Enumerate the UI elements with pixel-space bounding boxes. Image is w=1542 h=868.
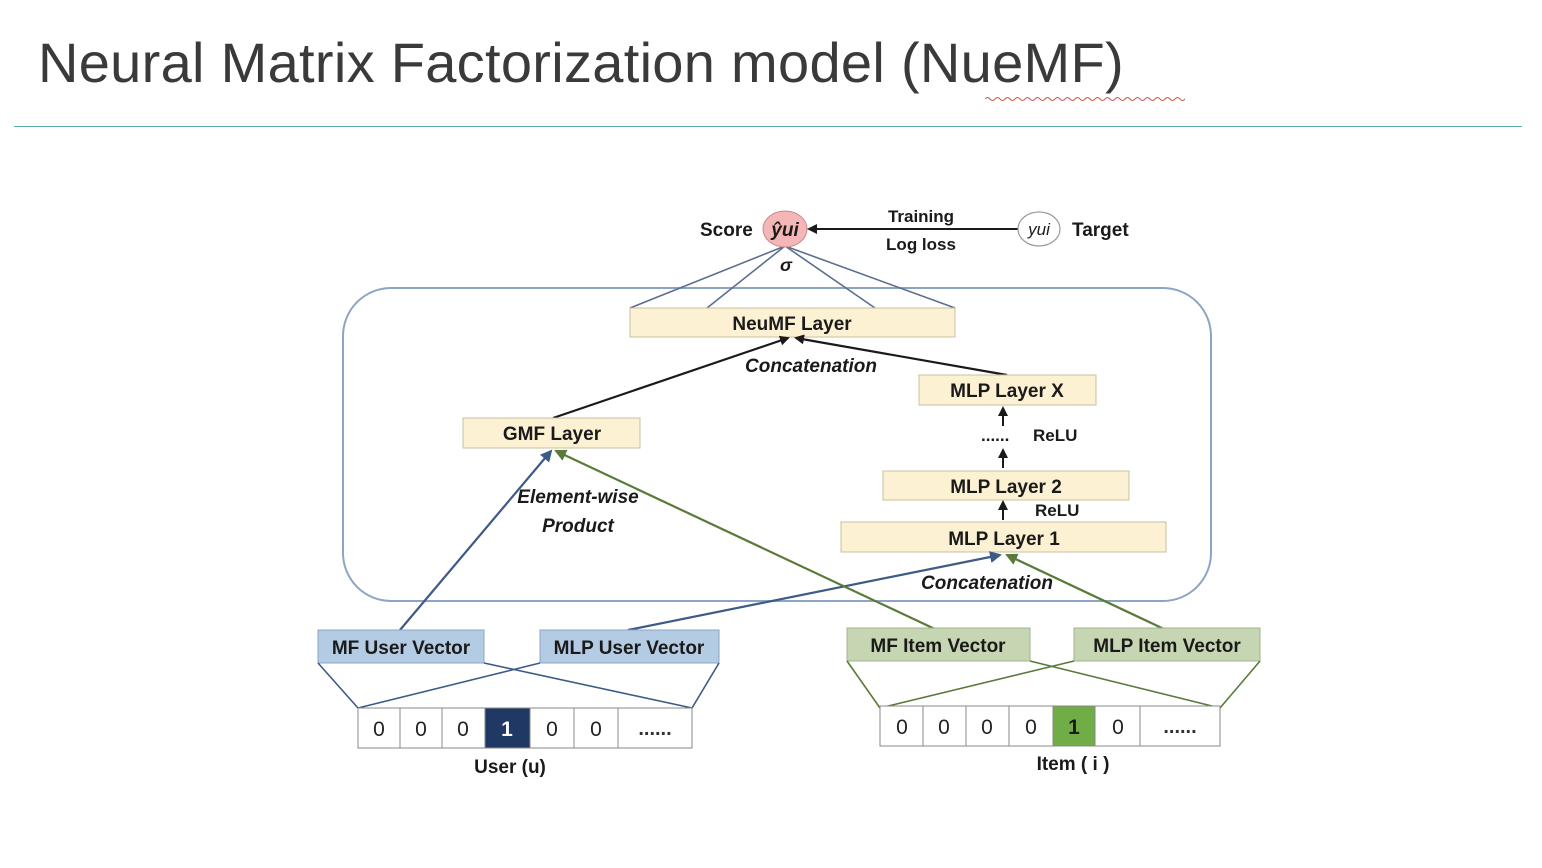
mlp-layer-x-box <box>918 374 1097 406</box>
gmf-to-neumf-arrow <box>552 335 790 420</box>
mlp-user-vector-box <box>539 629 720 664</box>
user-cell-3: 1 <box>501 718 513 741</box>
item-embedding-lines <box>846 660 1261 709</box>
target-label: Target <box>1072 220 1129 241</box>
item-label: Item ( i ) <box>1037 754 1110 775</box>
mlp-layer-1-box <box>840 521 1167 553</box>
mlp-layer-1-label: MLP Layer 1 <box>948 529 1060 550</box>
item-cell-2: 0 <box>981 716 993 739</box>
title-divider <box>14 126 1522 127</box>
sigma-label: σ <box>780 255 793 275</box>
target-node: yui <box>1017 211 1061 247</box>
item-cell-6: ...... <box>1163 716 1196 738</box>
score-node-text: ŷui <box>770 220 799 241</box>
sigma-fan-lines <box>629 245 956 309</box>
dots-label: ...... <box>981 426 1009 445</box>
mlp-item-vector-box <box>1073 627 1261 662</box>
neumf-layer-box <box>629 307 956 338</box>
mlp-user-vector-label: MLP User Vector <box>554 638 705 659</box>
item-cell-5: 0 <box>1112 716 1124 739</box>
user-cell-6: ...... <box>638 718 671 740</box>
gmf-layer-box <box>462 417 641 449</box>
mlpx-to-neumf-arrow <box>794 334 1008 377</box>
mf-item-vector-box <box>846 627 1031 662</box>
spellcheck-underline <box>985 97 1185 101</box>
mlp-layer-2-box <box>882 470 1130 501</box>
concat-top-label: Concatenation <box>745 356 877 377</box>
user-cell-5: 0 <box>590 718 602 741</box>
mlp-item-to-mlp1-arrow <box>1005 553 1167 631</box>
mf-user-vector-label: MF User Vector <box>332 638 471 659</box>
user-cell-1: 0 <box>415 718 427 741</box>
neumf-layer-label: NeuMF Layer <box>732 314 852 335</box>
score-label: Score <box>700 220 753 241</box>
item-cell-3: 0 <box>1025 716 1037 739</box>
gmf-layer-label: GMF Layer <box>503 424 602 445</box>
item-cell-1: 0 <box>938 716 950 739</box>
mlp-layer-x-label: MLP Layer X <box>950 381 1064 402</box>
product-label: Product <box>542 516 614 537</box>
mf-item-to-gmf-arrow <box>554 449 938 631</box>
item-one-hot-vector: 0 0 0 0 1 0 ...... <box>879 705 1221 747</box>
element-wise-label: Element-wise <box>517 487 639 508</box>
logloss-label: Log loss <box>886 235 956 254</box>
item-cell-0: 0 <box>896 716 908 739</box>
user-cell-2: 0 <box>457 718 469 741</box>
user-one-hot-vector: 0 0 0 1 0 0 ...... <box>357 707 693 749</box>
score-node: ŷui <box>762 210 808 248</box>
mf-user-vector-box <box>317 629 485 664</box>
mf-user-to-gmf-arrow <box>399 449 553 631</box>
mf-item-vector-label: MF Item Vector <box>870 636 1006 657</box>
slide-title: Neural Matrix Factorization model (NueMF… <box>38 31 1124 94</box>
relu-label-2: ReLU <box>1035 501 1079 520</box>
concat-bottom-label: Concatenation <box>921 573 1053 594</box>
user-cell-0: 0 <box>373 718 385 741</box>
mlp-user-to-mlp1-arrow <box>627 551 1002 632</box>
mlp-item-vector-label: MLP Item Vector <box>1093 636 1241 657</box>
item-cell-4: 1 <box>1068 716 1080 739</box>
user-label: User (u) <box>474 757 546 778</box>
relu-label-1: ReLU <box>1033 426 1077 445</box>
user-embedding-lines <box>317 662 720 709</box>
user-cell-4: 0 <box>546 718 558 741</box>
mlp-layer-2-label: MLP Layer 2 <box>950 477 1062 498</box>
target-node-text: yui <box>1027 220 1051 239</box>
training-label: Training <box>888 207 954 226</box>
